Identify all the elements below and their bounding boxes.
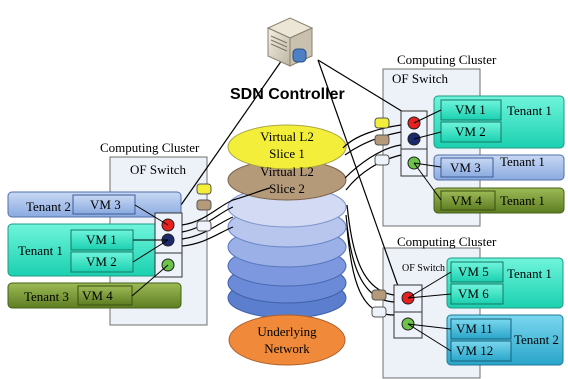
of-switch-left — [154, 212, 183, 278]
cluster-left-switch-label: OF Switch — [130, 162, 186, 177]
tenant-label-left-tenant2: Tenant 2 — [26, 199, 71, 214]
vm-label-rb-vm11: VM 11 — [456, 321, 493, 336]
tenant-label-rt-tenant1c: Tenant 1 — [500, 193, 545, 208]
vm-label-rt-vm2: VM 2 — [455, 124, 486, 139]
cluster-right-top-switch-label: OF Switch — [392, 71, 448, 86]
tenant-label-rb-tenant1: Tenant 1 — [507, 266, 552, 281]
controller-label: SDN Controller — [230, 86, 345, 103]
underlay-label-line1: Underlying — [257, 324, 317, 339]
underlay-label-line2: Network — [264, 341, 310, 356]
network-disk-stack — [227, 186, 347, 319]
controller-links — [164, 59, 414, 321]
vm-label-rt-vm3: VM 3 — [450, 160, 481, 175]
server-icon — [266, 17, 314, 67]
tenant-label-rt-tenant1: Tenant 1 — [507, 103, 552, 118]
cluster-right-bottom-switch-label: OF Switch — [402, 263, 445, 274]
cluster-left-title: Computing Cluster — [100, 140, 200, 155]
vm-label-rb-vm12: VM 12 — [456, 343, 493, 358]
vm-label-left-vm1: VM 1 — [86, 232, 117, 247]
vm-label-left-vm4: VM 4 — [82, 288, 113, 303]
vm-switch-links — [131, 109, 452, 352]
vm-label-rt-vm1: VM 1 — [455, 102, 486, 117]
vm-label-left-vm3: VM 3 — [90, 197, 121, 212]
slice-2-label-line2: Slice 2 — [269, 181, 305, 196]
vm-label-rt-vm4: VM 4 — [451, 193, 482, 208]
vm-label-rb-vm5: VM 5 — [458, 264, 489, 279]
vm-box-rt-vm3 — [440, 157, 494, 178]
cluster-right-top-title: Computing Cluster — [397, 52, 497, 67]
of-switch-right-top — [400, 110, 428, 177]
tenant-label-left-tenant1: Tenant 1 — [18, 243, 63, 258]
cluster-right-bottom-title: Computing Cluster — [397, 234, 497, 249]
slice-1-label-line1: Virtual L2 — [260, 129, 314, 144]
tenant-label-rt-tenant1b: Tenant 1 — [500, 154, 545, 169]
tenant-label-rb-tenant2: Tenant 2 — [514, 332, 559, 347]
vm-box-left-vm3 — [72, 194, 136, 215]
vm-label-left-vm2: VM 2 — [86, 254, 117, 269]
slice-1-label-line2: Slice 1 — [269, 146, 305, 161]
vm-box-rt-vm4 — [440, 190, 496, 211]
tenant-label-left-tenant3: Tenant 3 — [24, 289, 69, 304]
vm-label-rb-vm6: VM 6 — [458, 286, 489, 301]
underlying-network-disk — [228, 314, 346, 366]
slice-1-disk — [227, 124, 347, 170]
tunnel-connectors — [196, 117, 390, 318]
slice-2-label-line1: Virtual L2 — [260, 164, 314, 179]
